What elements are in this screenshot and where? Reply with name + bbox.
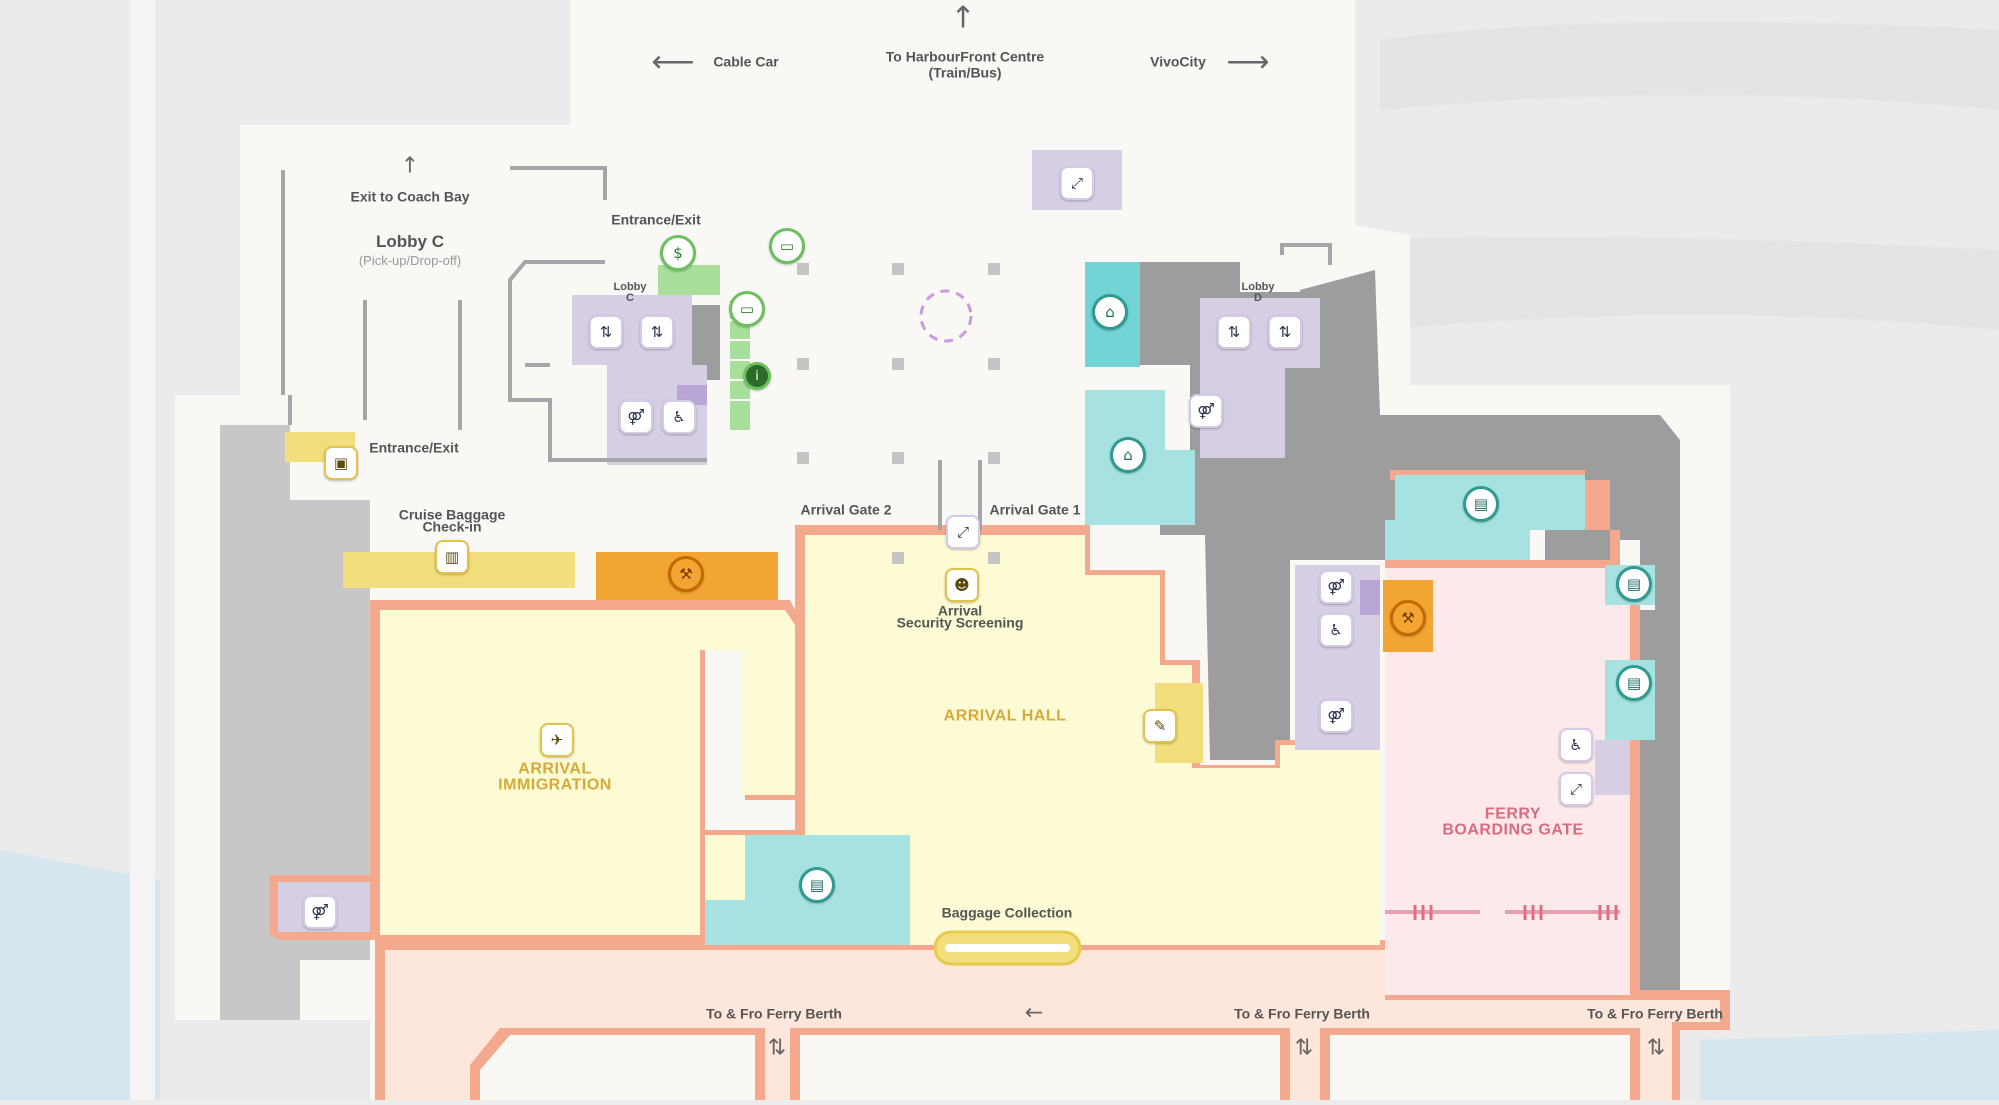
escalator-icon[interactable]: ⤢ (946, 515, 980, 549)
restroom-icon[interactable]: ⚤ (1319, 699, 1353, 733)
lift-icon[interactable]: ⇅ (589, 315, 623, 349)
baggage-check-in-icon[interactable]: ▥ (435, 540, 469, 574)
up-arrow-icon: ↑ (400, 153, 420, 179)
immigration-icon[interactable]: ✈ (540, 723, 574, 757)
cable-car-label: Cable Car (713, 53, 779, 70)
arrival-immigration-label: IMMIGRATION (498, 776, 612, 794)
escalator-icon[interactable]: ⤢ (1559, 772, 1593, 806)
accessible-lift-icon[interactable]: ♿ (1559, 728, 1593, 762)
nursing-room-icon[interactable]: ♿ (662, 400, 696, 434)
left-arrow-icon: ← (1024, 1000, 1044, 1026)
arrival-gate-2-label: Arrival Gate 2 (800, 501, 892, 518)
duty-free-icon[interactable]: ▤ (1463, 486, 1499, 522)
lift-icon[interactable]: ⇅ (1268, 315, 1302, 349)
lobby-c-small-label: Lobby (613, 281, 647, 294)
lift-icon[interactable]: ⇅ (640, 315, 674, 349)
customs-icon[interactable]: ✎ (1143, 709, 1177, 743)
atm-icon[interactable]: $ (660, 235, 696, 271)
ferry-berth-label: To & Fro Ferry Berth (706, 1005, 842, 1022)
right-arrow-icon: ⟶ (1226, 44, 1270, 80)
ferry-berth-label: To & Fro Ferry Berth (1587, 1005, 1723, 1022)
up-arrow-icon: ↑ (950, 0, 976, 36)
cruise-baggage-label: Cruise Baggage (398, 506, 506, 523)
lobby-c-title: Lobby C (376, 232, 444, 252)
arrival-security-label: Arrival (937, 602, 983, 619)
shop-icon[interactable]: ⌂ (1110, 437, 1146, 473)
left-arrow-icon: ⟵ (651, 44, 695, 80)
restroom-icon[interactable]: ⚤ (1319, 570, 1353, 604)
baggage-collection-label: Baggage Collection (941, 904, 1073, 921)
entrance-exit-label: Entrance/Exit (611, 211, 701, 228)
shop-icon[interactable]: ⌂ (1092, 294, 1128, 330)
card-payment-icon[interactable]: ▭ (729, 291, 765, 327)
arrival-security-label: Security Screening (896, 614, 1024, 631)
escalator-icon[interactable]: ⤢ (1060, 166, 1094, 200)
tour-desk-icon[interactable]: ▣ (324, 446, 358, 480)
entrance-exit-label: Entrance/Exit (369, 439, 459, 456)
food-icon[interactable]: ⚒ (1390, 600, 1426, 636)
arrival-hall-label: ARRIVAL HALL (943, 707, 1067, 725)
exit-coach-bay-label: Exit to Coach Bay (350, 188, 470, 205)
two-way-arrow-icon: ⇅ (767, 1035, 787, 1061)
security-screening-icon[interactable]: ☻ (945, 568, 979, 602)
lobby-d-small-label: D (1254, 292, 1262, 305)
two-way-arrow-icon: ⇅ (1294, 1035, 1314, 1061)
lobby-c-small-label: C (626, 292, 634, 305)
lobby-d-small-label: Lobby (1241, 281, 1275, 294)
vivocity-label: VivoCity (1150, 53, 1206, 70)
duty-free-icon[interactable]: ▤ (1616, 566, 1652, 602)
arrival-gate-1-label: Arrival Gate 1 (989, 501, 1081, 518)
ferry-boarding-gate-label: FERRY (1484, 805, 1542, 823)
harbourfront-label: To HarbourFront Centre (885, 48, 1045, 65)
card-payment-icon[interactable]: ▭ (769, 228, 805, 264)
arrival-immigration-label: ARRIVAL (518, 760, 592, 778)
food-icon[interactable]: ⚒ (668, 556, 704, 592)
lift-icon[interactable]: ⇅ (1217, 315, 1251, 349)
restroom-icon[interactable]: ⚤ (303, 895, 337, 929)
ferry-boarding-gate-label: BOARDING GATE (1442, 821, 1584, 839)
cruise-baggage-label: Check-in (422, 518, 482, 535)
duty-free-icon[interactable]: ▤ (1616, 665, 1652, 701)
two-way-arrow-icon: ⇅ (1646, 1035, 1666, 1061)
lobby-c-subtitle: (Pick-up/Drop-off) (358, 253, 462, 269)
duty-free-icon[interactable]: ▤ (799, 867, 835, 903)
harbourfront-sub-label: (Train/Bus) (928, 64, 1002, 81)
restroom-icon[interactable]: ⚤ (619, 400, 653, 434)
information-icon[interactable]: i (743, 362, 771, 390)
ferry-berth-label: To & Fro Ferry Berth (1234, 1005, 1370, 1022)
nursing-room-icon[interactable]: ♿ (1319, 613, 1353, 647)
restroom-icon[interactable]: ⚤ (1189, 394, 1223, 428)
